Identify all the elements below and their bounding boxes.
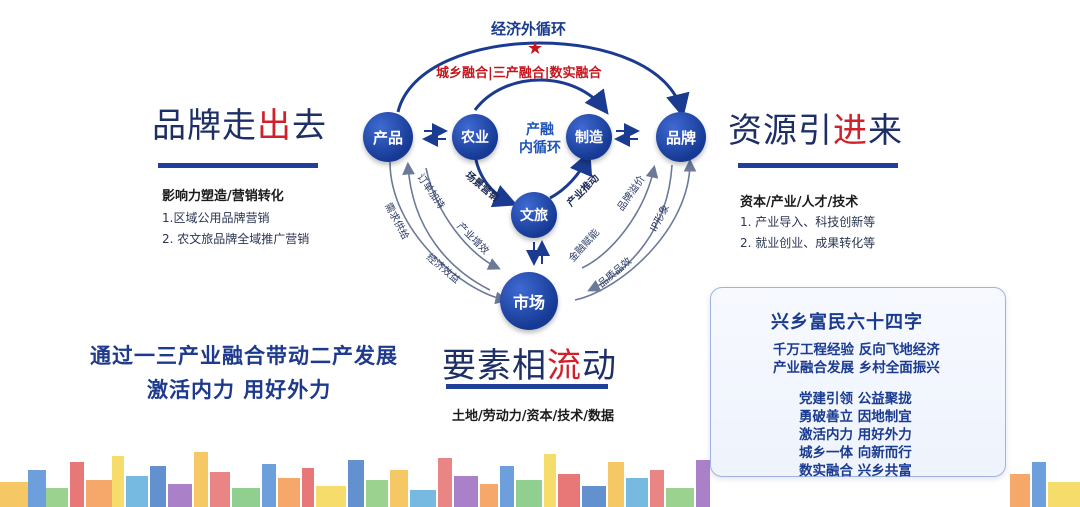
slogan-line-1: 通过一三产业融合带动二产发展 (90, 344, 398, 368)
node-brand: 品牌 (656, 112, 706, 162)
outer-loop-title: 经济外循环 (491, 20, 567, 38)
box-line-5: 激活内力 用好外力 (799, 427, 912, 443)
right-heading: 资本/产业/人才/技术 (740, 195, 859, 210)
inner-loop-label: 产融 内循环 (519, 122, 561, 156)
star-icon: ★ (527, 38, 544, 59)
arrow-agri-to-culture (473, 154, 518, 208)
circulation-diagram (389, 41, 697, 305)
box-title: 兴乡富民六十四字 (771, 312, 923, 333)
node-market: 市场 (500, 272, 558, 330)
outer-arc (396, 41, 690, 118)
left-title: 品牌走出去 (152, 106, 327, 146)
left-item-1: 1.区域公用品牌营销 (162, 211, 270, 225)
right-title-underline (738, 163, 898, 168)
node-product: 产品 (363, 112, 413, 162)
slogan-line-2: 激活内力 用好外力 (147, 378, 332, 402)
left-title-underline (158, 163, 318, 168)
arrow-culture-to-manuf (549, 150, 593, 200)
box-line-3: 党建引领 公益聚拢 (799, 391, 912, 407)
bottom-title-underline (446, 384, 608, 389)
left-item-2: 2. 农文旅品牌全域推广营销 (162, 232, 310, 246)
right-item-2: 2. 就业创业、成果转化等 (740, 236, 876, 250)
box-line-2: 产业融合发展 乡村全面振兴 (773, 360, 940, 376)
city-skyline-decoration (0, 452, 1080, 507)
box-line-7: 数实融合 兴乡共富 (799, 463, 912, 479)
right-item-1: 1. 产业导入、科技创新等 (740, 215, 876, 229)
inner-arc (473, 78, 609, 115)
box-line-1: 千万工程经验 反向飞地经济 (773, 342, 940, 358)
outer-loop-subtitle: 城乡融合|三产融合|数实融合 (436, 66, 602, 81)
sixty-four-char-box: 兴乡富民六十四字 千万工程经验 反向飞地经济 产业融合发展 乡村全面振兴 党建引… (710, 287, 1006, 479)
right-title: 资源引进来 (728, 111, 903, 151)
node-agriculture: 农业 (452, 114, 498, 160)
left-heading: 影响力塑造/营销转化 (162, 189, 284, 204)
box-line-4: 勇破善立 因地制宜 (799, 409, 912, 425)
bottom-title: 要素相流动 (442, 346, 617, 386)
bottom-items: 土地/劳动力/资本/技术/数据 (452, 409, 614, 424)
node-culture-tourism: 文旅 (511, 192, 557, 238)
box-line-6: 城乡一体 向新而行 (799, 445, 912, 461)
node-manufacturing: 制造 (566, 114, 612, 160)
